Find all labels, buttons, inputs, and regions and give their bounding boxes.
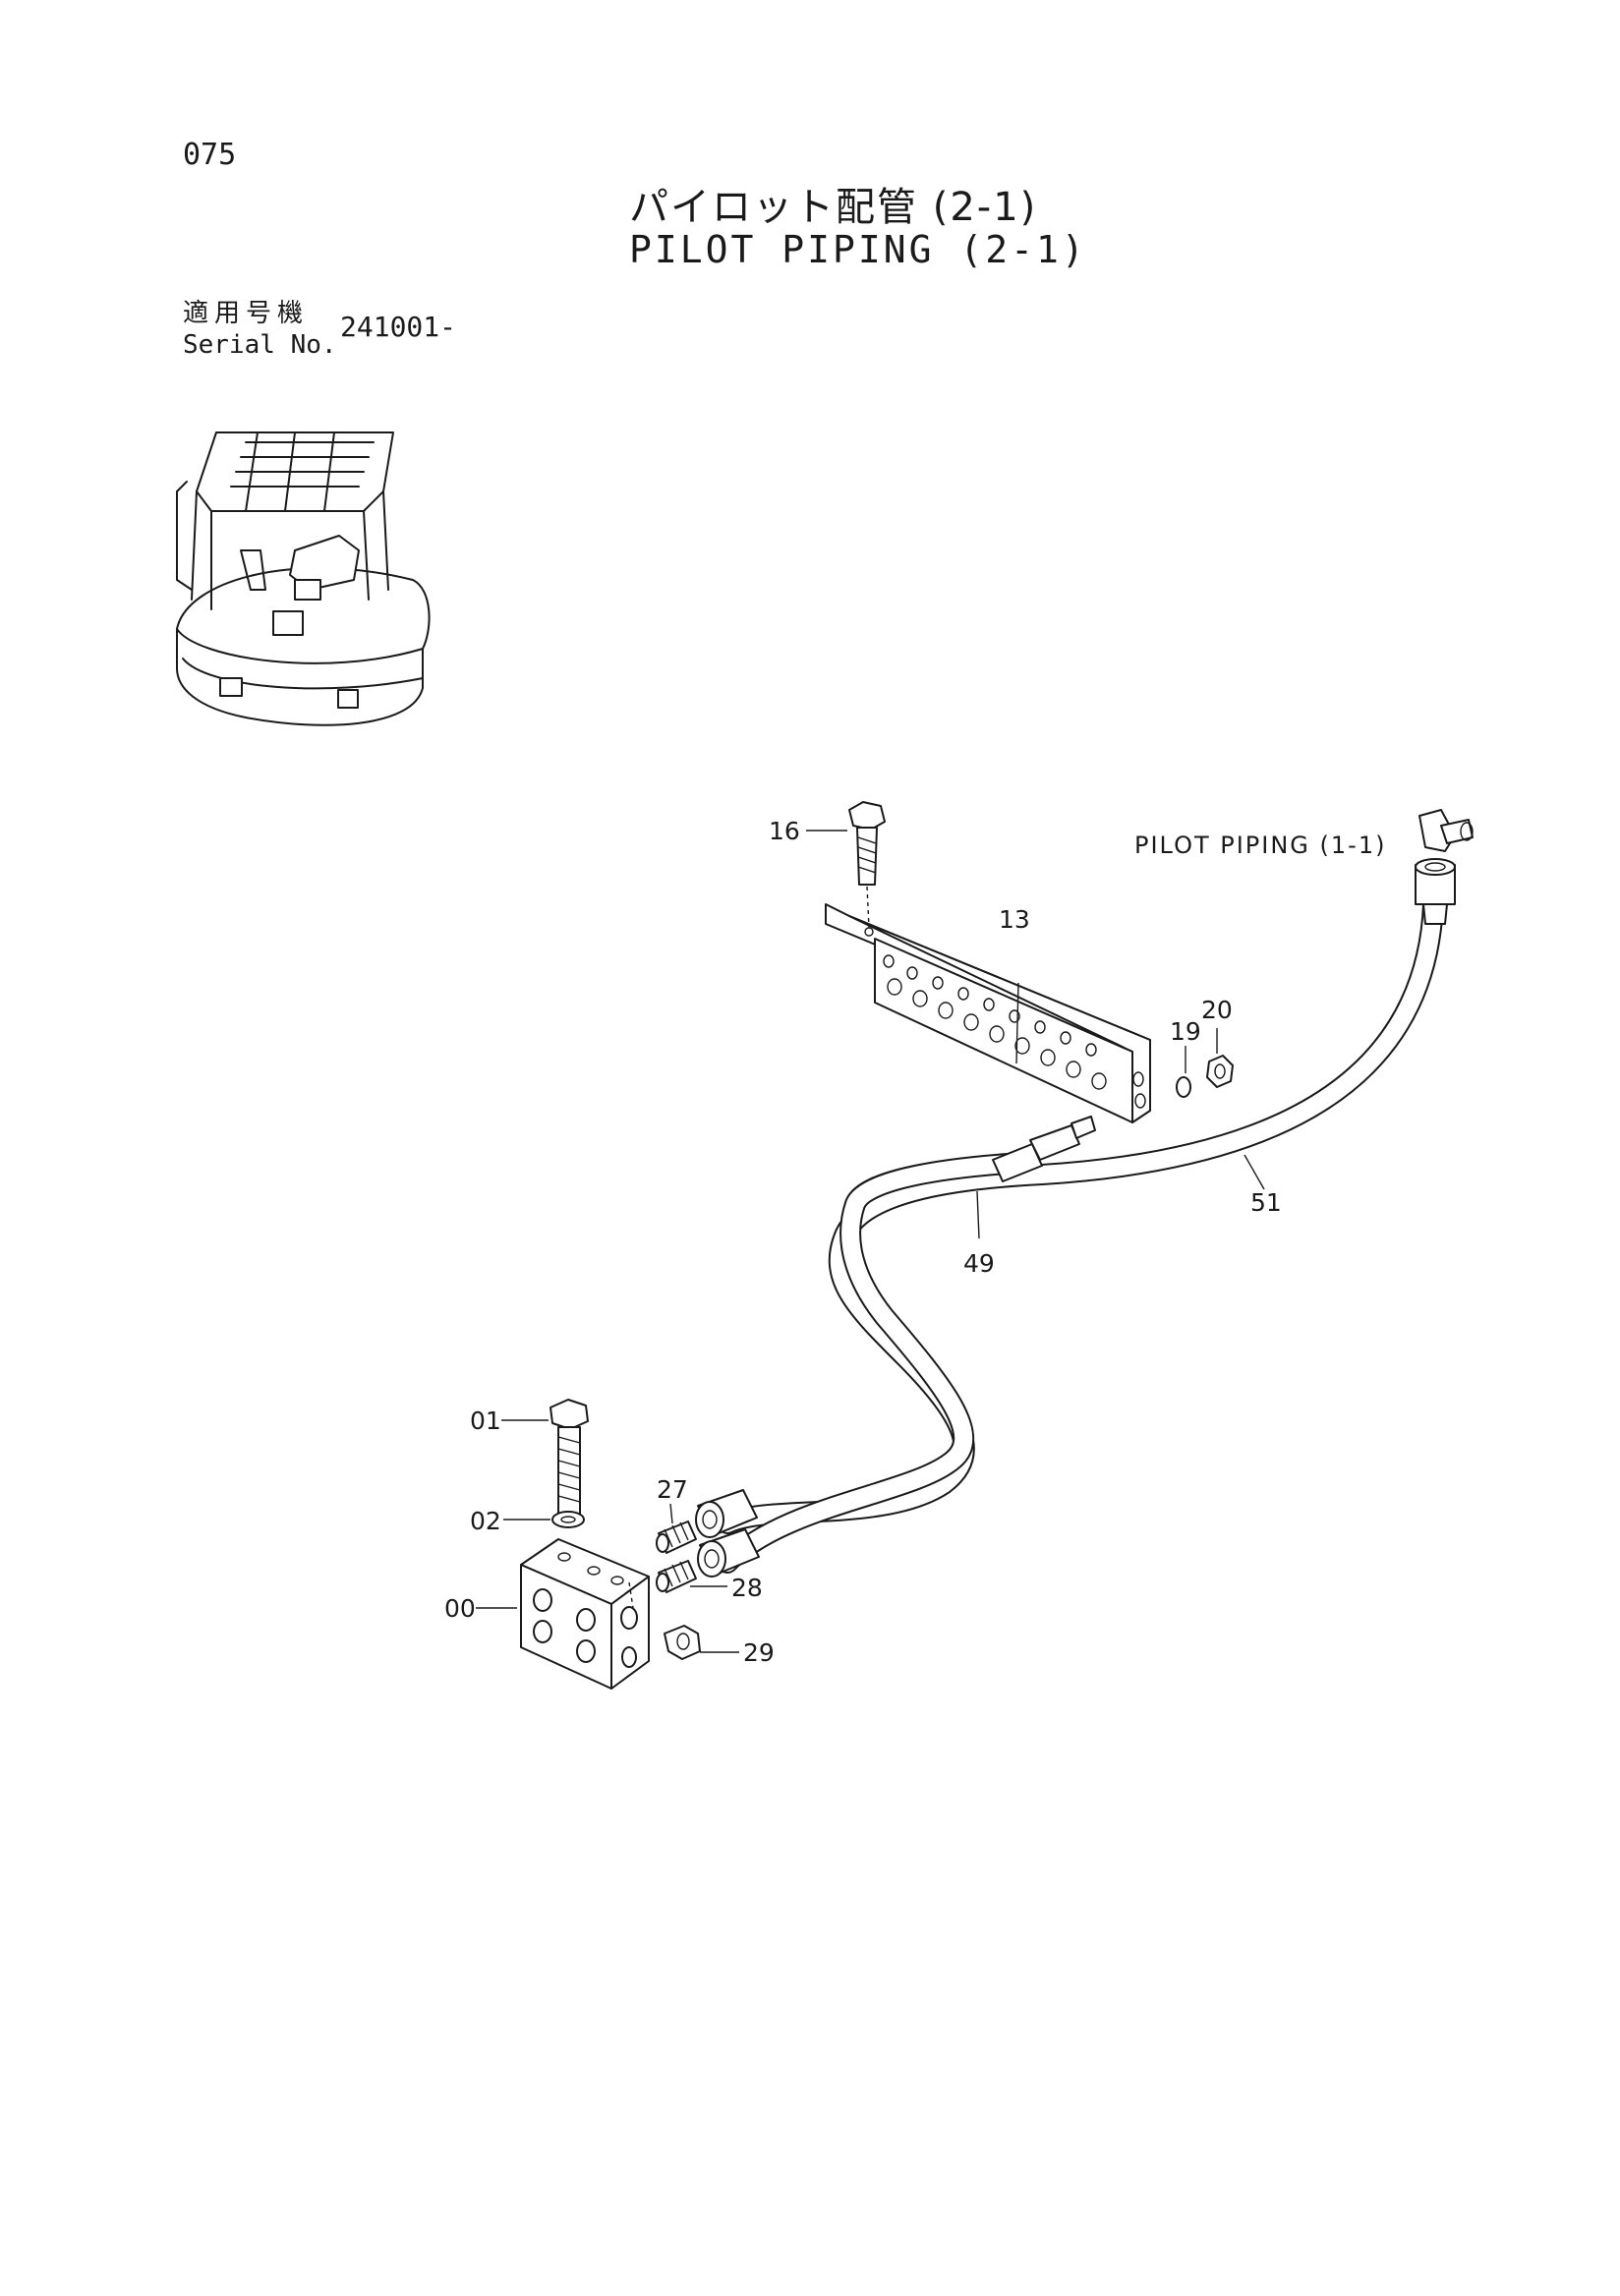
pilot-hose-51 bbox=[717, 893, 1444, 1534]
serial-label-english: Serial No. bbox=[183, 330, 337, 360]
hose-end-fittings bbox=[695, 1489, 760, 1578]
callout-51: 51 bbox=[1250, 1188, 1282, 1217]
title-english: PILOT PIPING (2-1) bbox=[629, 228, 1087, 271]
serial-number-value: 241001- bbox=[340, 311, 457, 343]
callout-02: 02 bbox=[470, 1507, 501, 1535]
bolt-16 bbox=[848, 801, 886, 929]
plug-29 bbox=[664, 1625, 701, 1660]
callout-28: 28 bbox=[731, 1574, 763, 1602]
washer-19 bbox=[1176, 1076, 1191, 1098]
callout-00: 00 bbox=[444, 1594, 476, 1623]
callout-27: 27 bbox=[657, 1475, 688, 1504]
bracket-13 bbox=[825, 903, 1151, 1123]
title-japanese: パイロット配管 (2-1) bbox=[629, 185, 1038, 230]
fitting-27 bbox=[656, 1521, 697, 1554]
machine-overview-illustration bbox=[176, 431, 431, 726]
page-number: 075 bbox=[183, 138, 237, 172]
hose-connector-49 bbox=[992, 1116, 1096, 1182]
nut-20 bbox=[1206, 1055, 1234, 1088]
bolt-01 bbox=[550, 1399, 589, 1515]
callout-13: 13 bbox=[999, 905, 1030, 934]
fitting-28 bbox=[656, 1560, 697, 1593]
leader-lines bbox=[476, 830, 1265, 1653]
callout-16: 16 bbox=[769, 817, 800, 845]
callout-20: 20 bbox=[1201, 996, 1233, 1024]
pilot-hose-49 bbox=[717, 1152, 1033, 1574]
pilot-block-00 bbox=[520, 1538, 650, 1690]
callout-49: 49 bbox=[963, 1249, 995, 1278]
serial-label-japanese: 適用号機 bbox=[183, 299, 310, 328]
callout-29: 29 bbox=[743, 1638, 775, 1667]
callout-19: 19 bbox=[1170, 1017, 1201, 1046]
reference-note-pilot-piping-1-1: PILOT PIPING (1-1) bbox=[1134, 832, 1386, 859]
elbow-fitting bbox=[1415, 809, 1474, 925]
callout-01: 01 bbox=[470, 1406, 501, 1435]
washer-02 bbox=[551, 1511, 585, 1528]
